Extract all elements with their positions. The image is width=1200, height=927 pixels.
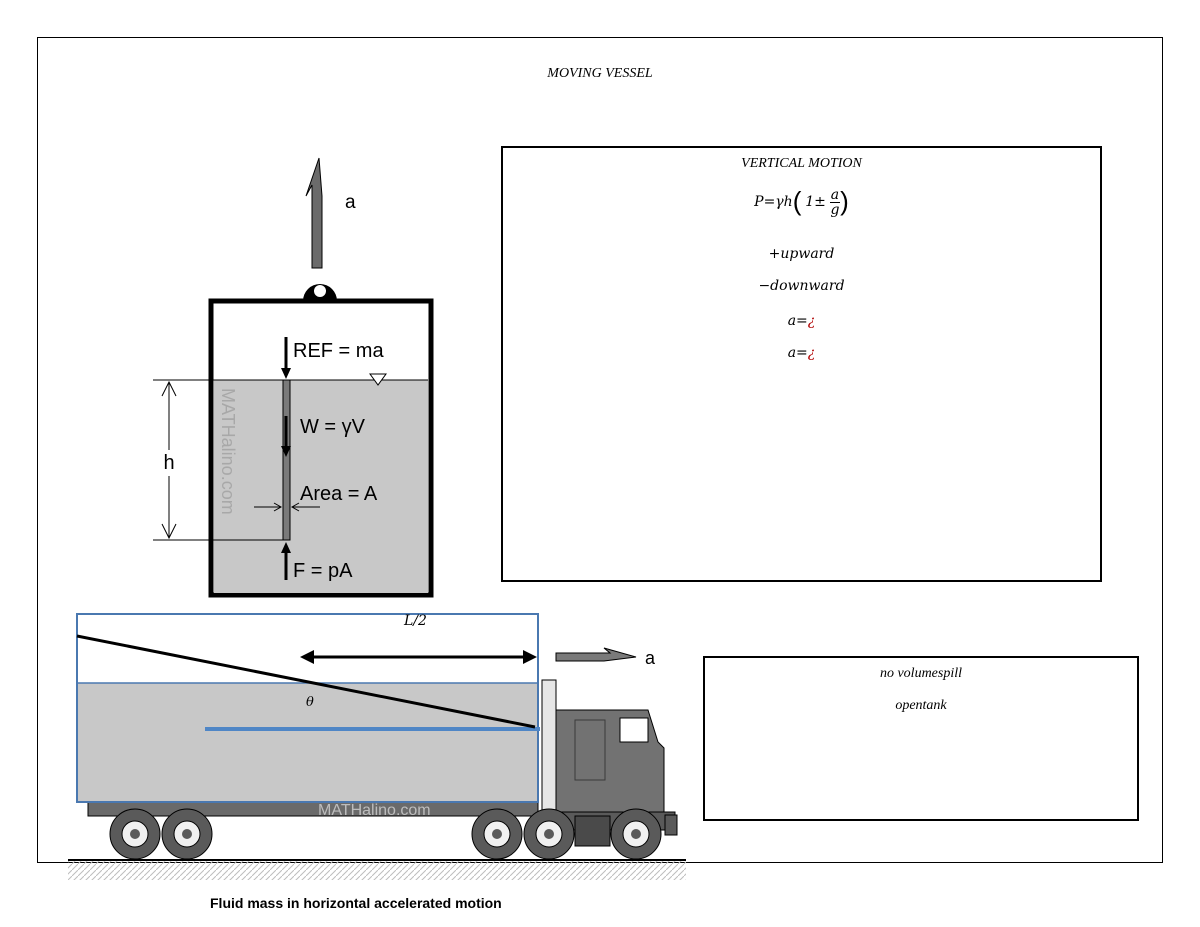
formula-numerator: a bbox=[829, 186, 841, 203]
accel-line-1: a=¿ bbox=[503, 312, 1100, 329]
area-arrow-right-head bbox=[290, 502, 300, 512]
weight-label: W = γV bbox=[300, 416, 366, 438]
trailer-chassis bbox=[87, 801, 539, 817]
formula-inner: 1± bbox=[805, 194, 826, 210]
front-bumper bbox=[664, 814, 678, 836]
truck-figure-caption: Fluid mass in horizontal accelerated mot… bbox=[210, 895, 502, 911]
formula-main: P=γh bbox=[754, 194, 793, 210]
vertical-accel-arrow bbox=[305, 157, 323, 269]
accel-line-2: a=¿ bbox=[503, 344, 1100, 361]
truck-watermark: MATHalino.com bbox=[318, 802, 431, 819]
vertical-vessel-figure: a h REF = ma W = γV Area = A F bbox=[153, 157, 434, 598]
wheel-drive-1 bbox=[471, 808, 523, 860]
force-arrow-head bbox=[281, 542, 291, 553]
theta-label: θ bbox=[306, 695, 314, 710]
formula-denominator: g bbox=[830, 201, 840, 218]
ref-label: REF = ma bbox=[293, 340, 384, 362]
pressure-formula: P=γh( 1± a g ) bbox=[503, 186, 1100, 217]
accel-line-2-left: a= bbox=[787, 345, 808, 361]
wheel-front bbox=[610, 808, 662, 860]
no-volume-spill-note: no volumespill bbox=[879, 666, 963, 681]
height-arrow-bottom bbox=[161, 523, 177, 540]
hook-hole bbox=[314, 285, 326, 297]
ref-arrow-head bbox=[281, 368, 291, 379]
open-tank-note: opentank bbox=[895, 698, 947, 713]
vessel-watermark: MATHalino.com bbox=[218, 388, 238, 515]
horizontal-accel-arrow bbox=[555, 647, 637, 662]
vertical-motion-box: VERTICAL MOTION P=γh( 1± a g ) +upward −… bbox=[501, 146, 1102, 582]
accel-line-2-right: ¿ bbox=[807, 345, 816, 361]
accel-line-1-right: ¿ bbox=[807, 313, 816, 329]
surface-marker-icon bbox=[369, 373, 387, 386]
area-arrow-left-head bbox=[273, 502, 283, 512]
accel-line-1-left: a= bbox=[787, 313, 808, 329]
horizontal-accel-label: a bbox=[645, 648, 656, 668]
cab-window bbox=[619, 717, 649, 743]
horizontal-motion-box: no volumespill opentank bbox=[703, 656, 1139, 821]
wheel-rear-2 bbox=[161, 808, 213, 860]
plus-upward-note: +upward bbox=[768, 246, 835, 262]
formula-open-paren: ( bbox=[792, 186, 802, 216]
minus-downward-note: −downward bbox=[758, 278, 845, 294]
truck-figure: L/2 θ a MATHalino.com bbox=[68, 613, 686, 880]
cab-door bbox=[574, 719, 606, 781]
formula-fraction: a g bbox=[829, 186, 841, 218]
wheel-rear-1 bbox=[109, 808, 161, 860]
height-label-bg bbox=[158, 450, 180, 476]
height-arrow-top bbox=[161, 380, 177, 397]
length-arrow-left bbox=[300, 650, 314, 664]
area-label: Area = A bbox=[300, 483, 378, 505]
ground-hatch bbox=[68, 860, 686, 880]
wheel-drive-2 bbox=[523, 808, 575, 860]
height-label: h bbox=[163, 452, 174, 474]
force-label: F = pA bbox=[293, 560, 353, 582]
vessel-fluid bbox=[214, 380, 428, 593]
vertical-motion-title: VERTICAL MOTION bbox=[741, 156, 862, 171]
length-arrow-right bbox=[523, 650, 537, 664]
formula-close-paren: ) bbox=[840, 186, 849, 216]
length-label: L/2 bbox=[403, 613, 427, 629]
tank-fluid bbox=[77, 683, 538, 802]
fuel-tank bbox=[574, 815, 611, 847]
fluid-column bbox=[282, 379, 291, 541]
tank-outline bbox=[76, 613, 539, 803]
page-title: MOVING VESSEL bbox=[547, 66, 653, 81]
exhaust-stack bbox=[541, 679, 557, 811]
vertical-accel-label: a bbox=[345, 192, 356, 213]
weight-arrow-head bbox=[281, 446, 291, 457]
inclined-surface-line bbox=[76, 634, 536, 729]
